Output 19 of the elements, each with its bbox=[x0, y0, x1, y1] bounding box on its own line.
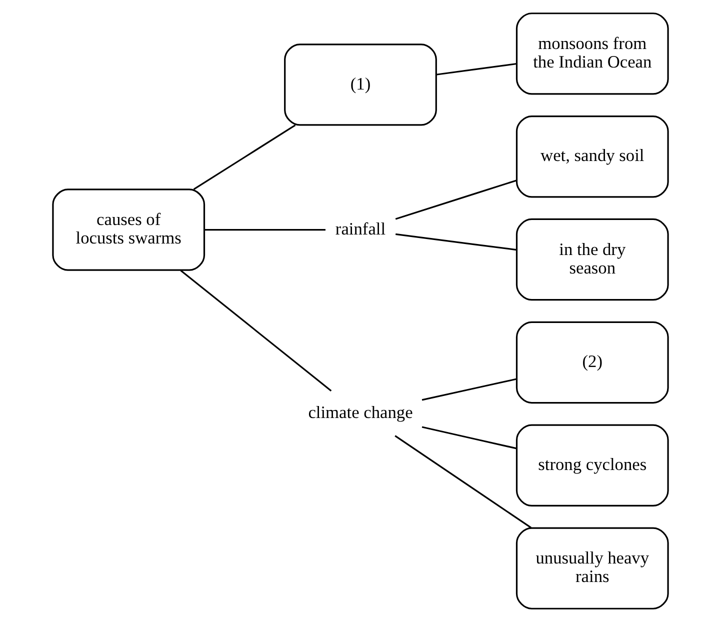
connector bbox=[421, 426, 516, 450]
connector bbox=[204, 228, 325, 231]
connector bbox=[192, 124, 296, 190]
node-box: (2) bbox=[515, 321, 668, 404]
node-box: (1) bbox=[284, 44, 436, 126]
node-box: unusually heavy rains bbox=[515, 527, 668, 610]
node-box: in the dry season bbox=[515, 218, 668, 301]
node-box: strong cyclones bbox=[515, 424, 668, 506]
connector bbox=[421, 378, 516, 401]
node-box: monsoons from the Indian Ocean bbox=[515, 12, 668, 95]
connector bbox=[394, 180, 516, 220]
node-box: wet, sandy soil bbox=[515, 116, 668, 198]
connector bbox=[180, 270, 332, 392]
node-text: rainfall bbox=[334, 219, 386, 238]
connector bbox=[436, 62, 516, 76]
connector bbox=[394, 435, 532, 528]
node-box: causes of locusts swarms bbox=[52, 188, 205, 271]
node-text: climate change bbox=[308, 402, 412, 422]
connector bbox=[395, 233, 516, 251]
